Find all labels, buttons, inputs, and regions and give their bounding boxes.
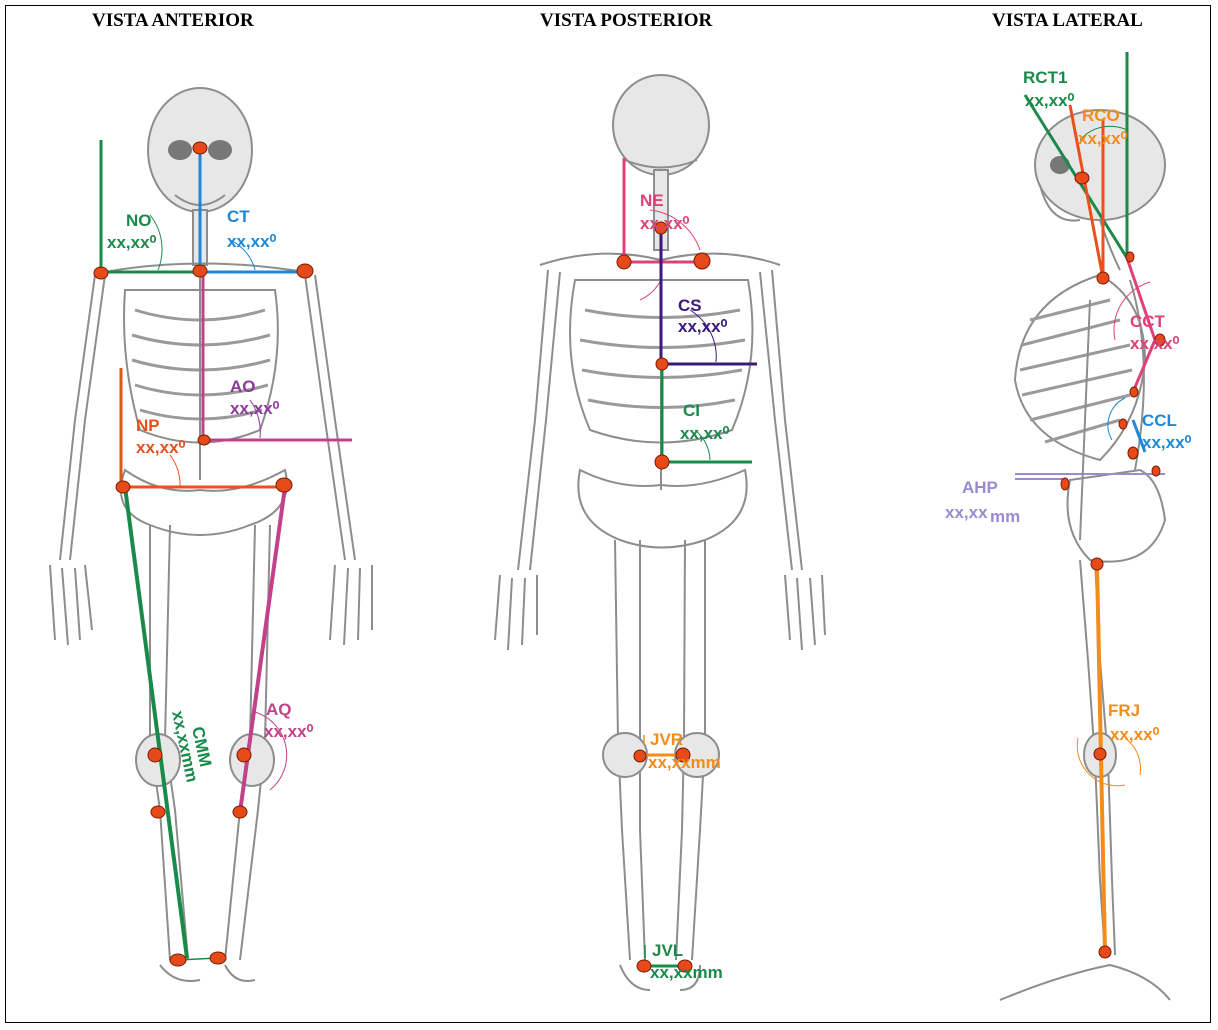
marker	[1119, 419, 1127, 429]
marker	[193, 265, 207, 277]
value-ahp: xx,xx	[945, 503, 988, 522]
label-np: NP	[136, 416, 160, 435]
label-ccl: CCL	[1142, 411, 1177, 430]
label-cs: CS	[678, 296, 702, 315]
marker	[655, 455, 669, 469]
right-foot	[160, 965, 200, 981]
ne-arc-2	[640, 280, 661, 300]
marker	[694, 253, 710, 269]
marker	[1099, 946, 1111, 958]
marker	[151, 806, 165, 818]
label-aq: AQ	[266, 700, 292, 719]
label-ne: NE	[640, 191, 664, 210]
marker	[1091, 558, 1103, 570]
value-ao: xx,xx⁰	[230, 399, 280, 418]
marker	[656, 358, 668, 370]
marker	[637, 960, 651, 972]
label-jvr: JVR	[650, 730, 683, 749]
value-frj: xx,xx⁰	[1110, 725, 1160, 744]
foot	[1000, 965, 1170, 1000]
label-no: NO	[126, 211, 152, 230]
markers-lateral	[1061, 172, 1165, 958]
eye-socket	[208, 140, 232, 160]
value-ccl: xx,xx⁰	[1142, 433, 1192, 452]
skeleton-lateral	[1000, 110, 1170, 1000]
label-jvl: JVL	[652, 941, 683, 960]
marker	[233, 806, 247, 818]
marker	[1128, 447, 1138, 459]
value-cct: xx,xx⁰	[1130, 334, 1180, 353]
value-cs: xx,xx⁰	[678, 317, 728, 336]
rib	[1022, 370, 1132, 395]
rib	[1030, 395, 1130, 420]
marker	[210, 952, 226, 964]
marker	[94, 267, 108, 279]
marker	[193, 142, 207, 154]
value-ci: xx,xx⁰	[680, 424, 730, 443]
label-ct: CT	[227, 207, 250, 226]
marker	[116, 481, 130, 493]
label-cct: CCT	[1130, 312, 1166, 331]
left-knee	[230, 734, 274, 786]
marker	[1094, 748, 1106, 760]
value-rct1: xx,xx⁰	[1025, 91, 1075, 110]
rib	[1020, 345, 1130, 370]
pelvis	[121, 470, 287, 535]
np-arc	[170, 455, 180, 487]
marker	[1152, 466, 1160, 476]
left-hand	[785, 575, 825, 650]
marker	[617, 255, 631, 269]
marker	[198, 435, 210, 445]
value-ct: xx,xx⁰	[227, 232, 277, 251]
right-arm-2	[60, 275, 95, 560]
marker	[1061, 478, 1069, 490]
value-no: xx,xx⁰	[107, 233, 157, 252]
value-ahp-unit: mm	[990, 507, 1020, 526]
left-arm	[305, 275, 345, 560]
value-jvr: xx,xxmm	[648, 753, 721, 772]
marker	[276, 478, 292, 492]
label-rco: RCO	[1082, 106, 1120, 125]
marker	[237, 748, 251, 762]
left-arm-2	[315, 275, 355, 560]
value-aq: xx,xx⁰	[264, 722, 314, 741]
right-hand	[50, 565, 92, 645]
skeleton-anterior	[50, 88, 372, 981]
rib	[1022, 320, 1120, 345]
value-ne: xx,xx⁰	[640, 214, 690, 233]
marker	[170, 954, 186, 966]
marker	[1126, 252, 1134, 262]
value-jvl: xx,xxmm	[650, 963, 723, 982]
marker	[1130, 387, 1138, 397]
label-rct1: RCT1	[1023, 68, 1067, 87]
right-arm	[518, 270, 548, 570]
label-frj: FRJ	[1108, 701, 1140, 720]
marker	[1097, 272, 1109, 284]
value-np: xx,xx⁰	[136, 438, 186, 457]
marker	[634, 750, 646, 762]
label-ahp: AHP	[962, 478, 998, 497]
left-hand	[330, 565, 372, 645]
arm	[1080, 300, 1090, 540]
markers-anterior	[94, 142, 313, 966]
right-hand	[495, 575, 537, 650]
left-foot	[225, 965, 255, 981]
value-rco: xx,xx⁰	[1078, 129, 1128, 148]
marker	[1075, 172, 1089, 184]
marker	[297, 264, 313, 278]
label-ao: AO	[230, 377, 256, 396]
pelvis	[578, 470, 746, 548]
label-ci: CI	[683, 401, 700, 420]
marker	[148, 748, 162, 762]
eye-socket	[168, 140, 192, 160]
eye-socket	[1050, 156, 1070, 174]
